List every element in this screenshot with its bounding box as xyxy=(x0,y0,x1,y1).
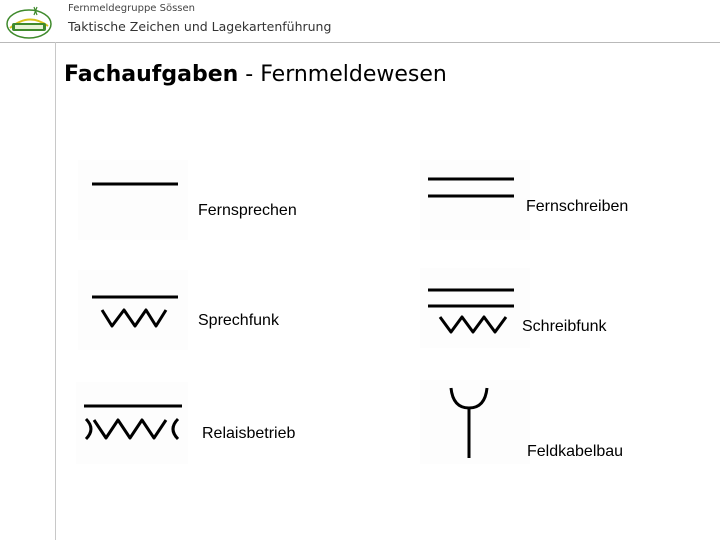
fernschreiben-label: Fernschreiben xyxy=(526,198,629,215)
fernsprechen-symbol-icon xyxy=(78,160,188,240)
sprechfunk-label: Sprechfunk xyxy=(198,312,279,329)
fernsprechen-label: Fernsprechen xyxy=(198,202,297,219)
relaisbetrieb-symbol-icon xyxy=(76,382,188,464)
slide-title: Fachaufgaben - Fernmeldewesen xyxy=(64,62,447,87)
left-margin-divider xyxy=(55,42,56,540)
organization-name: Fernmeldegruppe Sössen xyxy=(68,3,196,14)
relaisbetrieb-label: Relaisbetrieb xyxy=(202,425,296,442)
fernschreiben-symbol-icon xyxy=(420,160,530,240)
header-divider xyxy=(0,42,720,43)
slide-title-bold: Fachaufgaben xyxy=(64,62,239,87)
schreibfunk-symbol-icon xyxy=(420,268,530,348)
organization-logo-icon xyxy=(6,6,52,39)
slide-title-rest: - Fernmeldewesen xyxy=(238,62,447,87)
slide-header: Fernmeldegruppe Sössen Taktische Zeichen… xyxy=(0,0,720,44)
sprechfunk-symbol-icon xyxy=(78,270,188,350)
feldkabelbau-symbol-icon xyxy=(420,380,530,464)
schreibfunk-label: Schreibfunk xyxy=(522,318,607,335)
presentation-title: Taktische Zeichen und Lagekartenführung xyxy=(68,19,332,34)
feldkabelbau-label: Feldkabelbau xyxy=(527,443,624,460)
